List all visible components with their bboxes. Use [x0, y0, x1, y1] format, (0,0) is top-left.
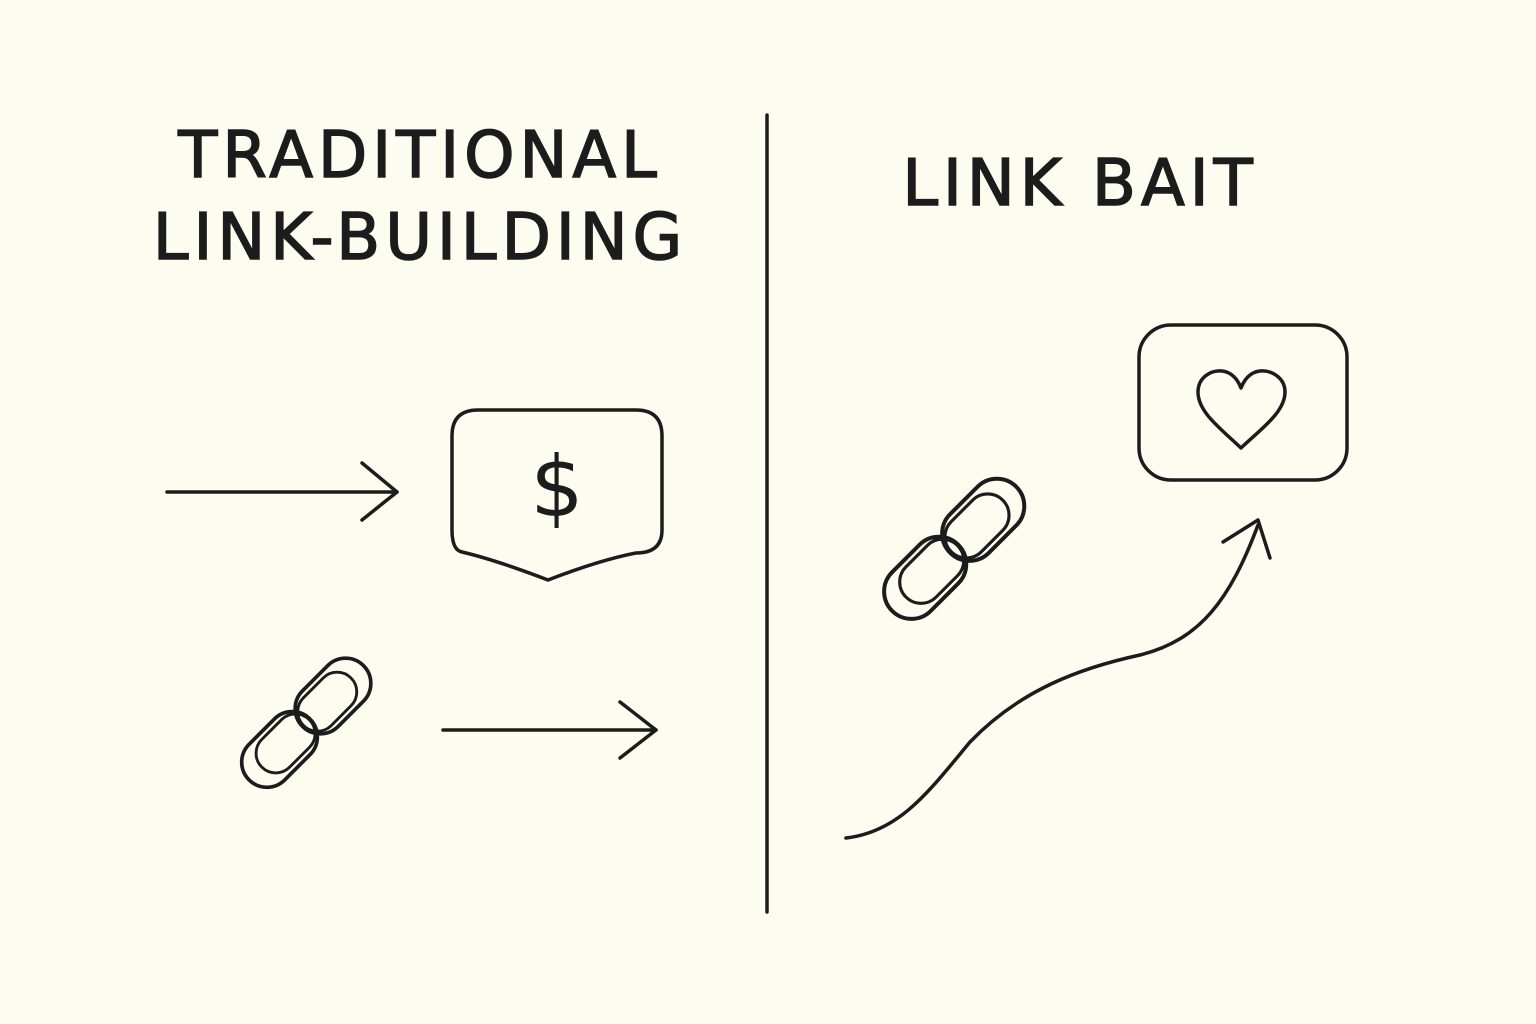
link-bait-title: LINK BAIT	[902, 147, 1258, 221]
dollar-icon: $	[530, 438, 583, 536]
price-tag-badge: $	[450, 408, 664, 582]
heart-badge	[1137, 323, 1349, 482]
heart-icon	[1196, 369, 1287, 450]
traditional-link-building-title: TRADITIONAL LINK-BUILDING	[100, 119, 740, 275]
chain-link-icon	[229, 645, 384, 800]
title-line-1: TRADITIONAL	[177, 119, 662, 193]
chain-link-icon	[870, 465, 1038, 633]
arrow-icon	[441, 700, 658, 760]
badge-frame	[1137, 323, 1349, 482]
title-line-2: LINK-BUILDING	[152, 201, 688, 275]
arrow-icon	[165, 461, 399, 522]
arrow-icon	[844, 518, 1272, 840]
badge-frame	[450, 408, 664, 582]
